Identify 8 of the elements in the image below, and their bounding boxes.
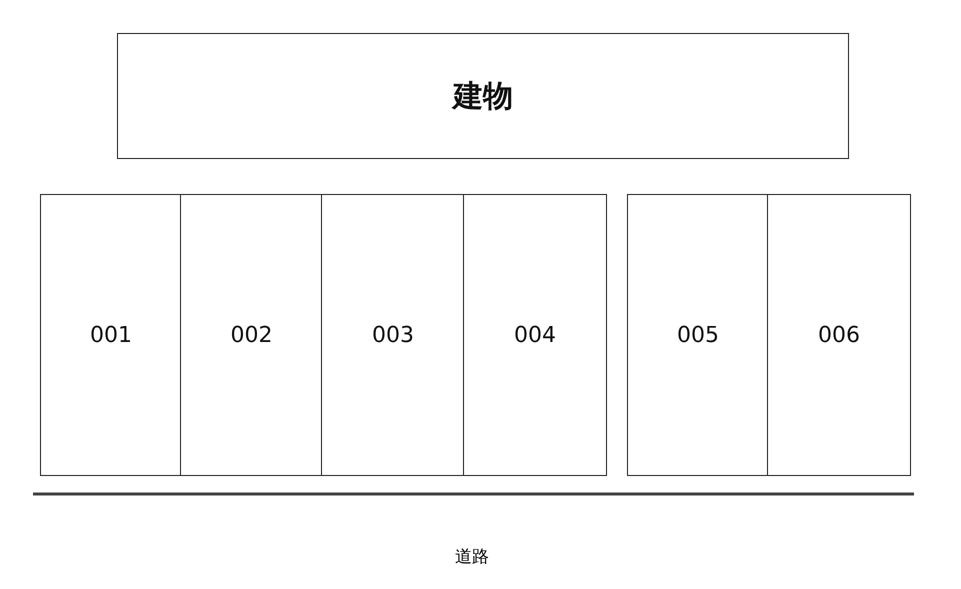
parking-space: 001 [40,194,182,476]
parking-space: 002 [180,194,323,476]
parking-space: 005 [627,194,769,476]
building-box: 建物 [117,33,849,159]
parking-space: 003 [321,194,465,476]
parking-space: 004 [463,194,607,476]
road-label: 道路 [455,546,489,568]
parking-space: 006 [767,194,911,476]
